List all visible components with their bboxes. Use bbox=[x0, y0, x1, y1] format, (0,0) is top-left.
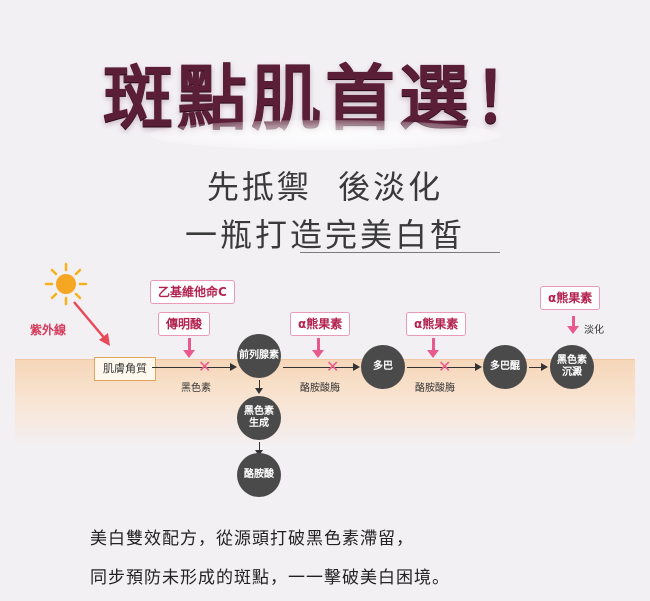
inhibit-arrow-1 bbox=[188, 338, 191, 352]
uv-arrow-icon bbox=[73, 301, 110, 346]
arbutin-badge-3: α熊果素 bbox=[540, 286, 601, 310]
vitc-badge: 乙基維他命C bbox=[150, 280, 235, 304]
skin-surface-line bbox=[15, 359, 635, 360]
title-glow bbox=[150, 120, 500, 150]
vflow-line-2 bbox=[259, 442, 260, 452]
flow-line-2 bbox=[283, 367, 355, 368]
skin-cell-box: 肌膚角質 bbox=[94, 357, 156, 381]
flow-head-4 bbox=[541, 363, 548, 371]
body-text-1: 美白雙效配方，從源頭打破黑色素滯留， bbox=[90, 529, 414, 549]
inhibit-arrow-head-2 bbox=[312, 350, 324, 358]
arbutin-badge-1: α熊果素 bbox=[290, 312, 351, 336]
inhibit-arrow-head-3 bbox=[427, 350, 439, 358]
subtitle-underline bbox=[300, 252, 500, 253]
node-melanin-deposit: 黑色素 沉澱 bbox=[550, 345, 594, 389]
tranexamic-badge: 傳明酸 bbox=[158, 312, 211, 336]
flow-head-2 bbox=[353, 363, 360, 371]
flow-line-3 bbox=[407, 367, 477, 368]
enzyme-label-2: 酪胺酸脢 bbox=[415, 383, 455, 394]
arbutin-badge-2: α熊果素 bbox=[406, 312, 467, 336]
melanin-label: 黑色素 bbox=[181, 383, 211, 394]
enzyme-label-1: 酪胺酸脢 bbox=[300, 383, 340, 394]
node-melanin-gen: 黑色素 生成 bbox=[237, 396, 281, 440]
fade-arrow bbox=[572, 316, 575, 328]
vflow-head-1 bbox=[255, 388, 263, 394]
node-dopa: 多巴 bbox=[361, 345, 405, 389]
node-prostaglandin: 前列腺素 bbox=[237, 334, 281, 378]
sun-icon bbox=[44, 262, 88, 306]
subtitle-2: 一瓶打造完美白皙 bbox=[184, 216, 465, 254]
fade-label: 淡化 bbox=[584, 325, 604, 336]
flow-line-1 bbox=[152, 367, 232, 368]
fade-arrow-head bbox=[567, 326, 579, 334]
block-x-icon-3: ✕ bbox=[438, 357, 452, 376]
node-dopaquinone: 多巴醌 bbox=[483, 345, 527, 389]
subtitle-1: 先抵禦 後淡化 bbox=[206, 168, 444, 206]
inhibit-arrow-head-1 bbox=[183, 350, 195, 358]
inhibit-arrow-3 bbox=[432, 338, 435, 352]
block-x-icon-1: ✕ bbox=[198, 357, 212, 376]
flow-head-1 bbox=[230, 363, 237, 371]
uv-label: 紫外線 bbox=[30, 323, 67, 337]
block-x-icon-2: ✕ bbox=[326, 357, 340, 376]
flow-head-3 bbox=[475, 363, 482, 371]
flow-line-4 bbox=[529, 367, 543, 368]
node-tyrosine: 酪胺酸 bbox=[237, 453, 281, 497]
vflow-line-1 bbox=[259, 380, 260, 390]
inhibit-arrow-2 bbox=[317, 338, 320, 352]
body-text-2: 同步預防未形成的斑點，一一擊破美白困境。 bbox=[90, 568, 450, 588]
